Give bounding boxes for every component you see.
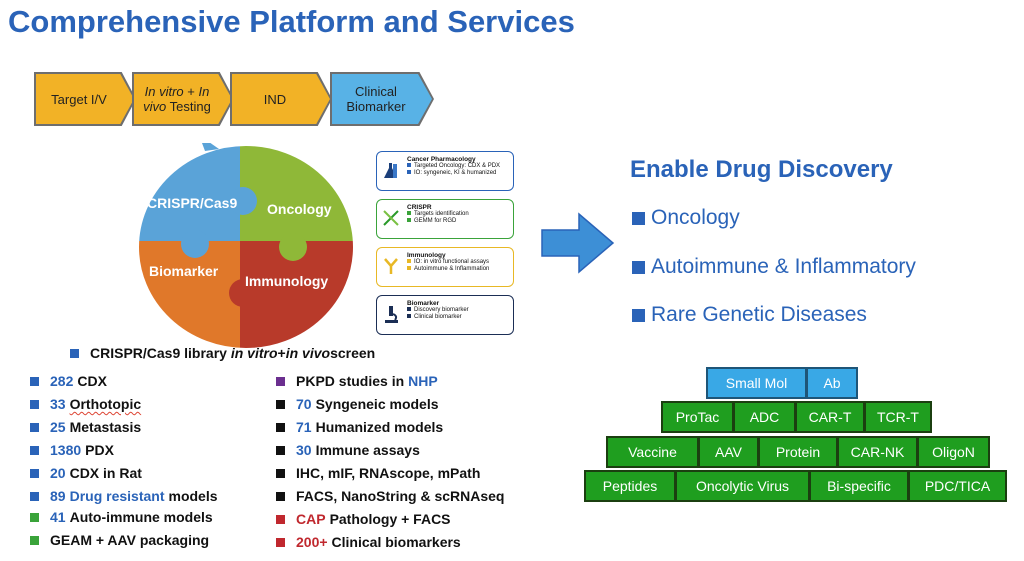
card-title: CRISPR bbox=[407, 204, 432, 211]
bullet-dot bbox=[407, 314, 411, 319]
bullet-dot bbox=[407, 266, 411, 271]
puzzle-circle: CRISPR/Cas9 Oncology Biomarker Immunolog… bbox=[135, 135, 357, 351]
left-list-item: GEAM + AAV packaging bbox=[30, 532, 209, 548]
enable-title: Enable Drug Discovery bbox=[630, 156, 893, 183]
process-step-label: Target I/V bbox=[51, 91, 107, 107]
card-biomarker: Biomarker Discovery biomarker Clinical b… bbox=[376, 295, 514, 335]
right-list-item: 200+Clinical biomarkers bbox=[276, 534, 461, 550]
antibody-icon bbox=[384, 258, 398, 274]
card-immunology: Immunology IO: in vitro functional assay… bbox=[376, 247, 514, 287]
puzzle-label-biomarker: Biomarker bbox=[149, 263, 219, 279]
screen-line: CRISPR/Cas9 library in vitro + in vivo s… bbox=[70, 345, 375, 361]
bullet-dot bbox=[407, 211, 411, 216]
puzzle-label-immunology: Immunology bbox=[245, 273, 329, 289]
enable-item: Rare Genetic Diseases bbox=[632, 303, 867, 327]
pyramid-block: AAV bbox=[698, 436, 759, 468]
pyramid-block: ProTac bbox=[661, 401, 734, 433]
card-item: GEMM for RGD bbox=[407, 218, 509, 225]
bullet-square bbox=[632, 260, 645, 274]
card-title: Biomarker bbox=[407, 300, 440, 307]
card-item: IO: in vitro functional assays bbox=[407, 259, 509, 266]
microscope-icon bbox=[385, 306, 398, 323]
pyramid-block: Vaccine bbox=[606, 436, 699, 468]
dna-icon bbox=[383, 210, 399, 226]
pyramid-block: OligoN bbox=[917, 436, 990, 468]
bullet-dot bbox=[407, 170, 411, 175]
bullet-dot bbox=[407, 218, 411, 223]
pyramid-block: Ab bbox=[806, 367, 858, 399]
bullet-square bbox=[632, 211, 645, 225]
right-arrow-icon bbox=[541, 212, 615, 274]
process-step-target: Target I/V bbox=[36, 74, 134, 124]
pyramid-block: PDC/TICA bbox=[908, 470, 1007, 502]
bullet-dot bbox=[407, 259, 411, 264]
pyramid-block: TCR-T bbox=[864, 401, 932, 433]
puzzle-label-crispr: CRISPR/Cas9 bbox=[147, 195, 238, 211]
pyramid-block: CAR-T bbox=[795, 401, 865, 433]
bullet-dot bbox=[407, 307, 411, 312]
pyramid-block: Bi-specific bbox=[809, 470, 909, 502]
card-cancer-pharmacology: Cancer Pharmacology Targeted Oncology: C… bbox=[376, 151, 514, 191]
pyramid-block: ADC bbox=[733, 401, 796, 433]
pyramid-block: Peptides bbox=[584, 470, 676, 502]
puzzle-label-oncology: Oncology bbox=[267, 201, 332, 217]
card-title: Cancer Pharmacology bbox=[407, 156, 476, 163]
pyramid-block: Protein bbox=[758, 436, 838, 468]
bullet-dot bbox=[407, 163, 411, 168]
process-step-ind: IND bbox=[232, 74, 330, 124]
card-item: Autoimmune & Inflammation bbox=[407, 266, 509, 273]
card-item: Targets identification bbox=[407, 211, 509, 218]
puzzle-graphic bbox=[137, 135, 355, 350]
card-item: Targeted Oncology: CDX & PDX bbox=[407, 163, 509, 170]
right-list-item: FACS, NanoString & scRNAseq bbox=[276, 488, 504, 504]
pyramid-block: Small Mol bbox=[706, 367, 807, 399]
pyramid-block: Oncolytic Virus bbox=[675, 470, 810, 502]
right-list-item: IHC, mIF, RNAscope, mPath bbox=[276, 465, 480, 481]
card-item: Discovery biomarker bbox=[407, 307, 509, 314]
page-title: Comprehensive Platform and Services bbox=[8, 4, 575, 39]
card-item: Clinical biomarker bbox=[407, 314, 509, 321]
card-item: IO: syngeneic, KI & humanized bbox=[407, 170, 509, 177]
bullet-square bbox=[632, 308, 645, 322]
pyramid-block: CAR-NK bbox=[837, 436, 918, 468]
lab-flask-icon bbox=[384, 163, 397, 178]
bullet-square bbox=[70, 348, 79, 358]
enable-item: Oncology bbox=[632, 206, 740, 230]
card-crispr: CRISPR Targets identification GEMM for R… bbox=[376, 199, 514, 239]
enable-item: Autoimmune & Inflammatory bbox=[632, 255, 916, 279]
process-step-label: IND bbox=[263, 91, 287, 107]
card-title: Immunology bbox=[407, 252, 446, 259]
